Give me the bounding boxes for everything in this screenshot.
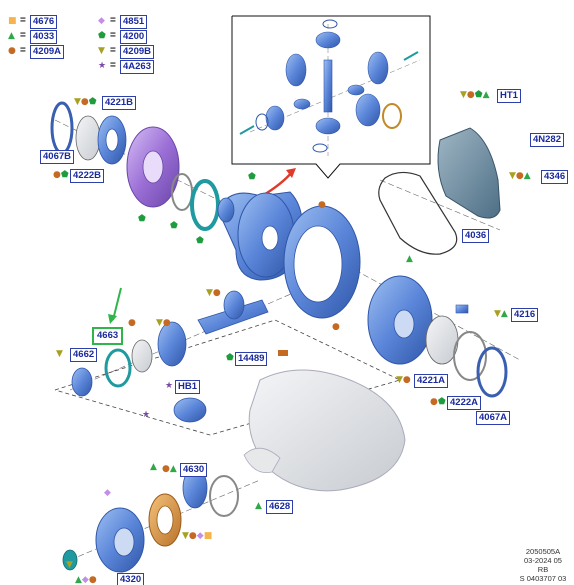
callout-4630[interactable]: 4630 bbox=[180, 463, 208, 477]
callout-ht1[interactable]: HT1 bbox=[497, 89, 521, 103]
pentagon-icon: ⬟ bbox=[248, 172, 256, 182]
legend-code-4209a[interactable]: 4209A bbox=[30, 45, 64, 59]
star-icon: ★ bbox=[142, 410, 151, 420]
triangle-icon: ▲ bbox=[150, 462, 157, 472]
sensor-hb1 bbox=[173, 397, 207, 423]
symbols-4662: ▼ bbox=[56, 349, 63, 359]
footer-line4: S 0403707 03 bbox=[519, 574, 567, 583]
callout-hb1[interactable]: HB1 bbox=[175, 380, 201, 394]
symbols-14489: ⬟ bbox=[226, 353, 234, 363]
symbol-cluster-icon: ▼●◆■ bbox=[182, 531, 213, 541]
symbols-4221a: ▼● bbox=[396, 375, 411, 385]
circle-icon: ● bbox=[318, 200, 326, 210]
pentagon-icon: ⬟ bbox=[196, 236, 204, 246]
callout-4320[interactable]: 4320 bbox=[117, 573, 145, 585]
legend-code-4a263[interactable]: 4A263 bbox=[120, 60, 154, 74]
axle-housing bbox=[248, 369, 406, 492]
circle-icon: ● bbox=[332, 322, 340, 332]
callout-4n282[interactable]: 4N282 bbox=[530, 133, 564, 147]
diamond-icon: ◆ bbox=[104, 488, 111, 498]
callout-4222b[interactable]: 4222B bbox=[70, 169, 104, 183]
footer-line2: 03-2024 05 bbox=[524, 556, 562, 565]
tri-down-icon: ▼ bbox=[66, 560, 73, 570]
symbols-4222b: ●⬟ bbox=[53, 170, 69, 180]
legend-code-4200[interactable]: 4200 bbox=[120, 30, 148, 44]
callout-4346[interactable]: 4346 bbox=[541, 170, 569, 184]
gasket-4036 bbox=[378, 171, 458, 255]
pentagon-icon: ⬟ bbox=[170, 221, 178, 231]
callout-4628[interactable]: 4628 bbox=[266, 500, 294, 514]
legend-tri-down-icon: ▼ bbox=[98, 46, 105, 56]
callout-4067b[interactable]: 4067B bbox=[40, 150, 74, 164]
seal-ring-4067b bbox=[50, 101, 74, 155]
callout-4221a[interactable]: 4221A bbox=[414, 374, 448, 388]
callout-4221b[interactable]: 4221B bbox=[102, 96, 136, 110]
callout-4663[interactable]: 4663 bbox=[92, 327, 124, 345]
legend-square-icon: ■ bbox=[8, 16, 17, 26]
symbols-4222a: ●⬟ bbox=[430, 397, 446, 407]
tri-down-icon: ▼● bbox=[156, 318, 171, 328]
symbols-4630: ●▲ bbox=[162, 464, 177, 474]
legend-star-icon: ★ bbox=[98, 61, 107, 71]
symbols-4216: ▼▲ bbox=[494, 309, 508, 319]
footer-line3: RB bbox=[537, 565, 549, 574]
legend-diamond-icon: ◆ bbox=[98, 16, 105, 26]
symbols-4346: ▼●▲ bbox=[509, 171, 531, 181]
legend-code-4851[interactable]: 4851 bbox=[120, 15, 148, 29]
legend-code-4209b[interactable]: 4209B bbox=[120, 45, 154, 59]
legend-code-4676[interactable]: 4676 bbox=[30, 15, 58, 29]
callout-4662[interactable]: 4662 bbox=[70, 348, 98, 362]
pentagon-icon: ⬟ bbox=[138, 214, 146, 224]
symbols-ht1: ▼●⬟▲ bbox=[460, 90, 490, 100]
inset-detail bbox=[231, 15, 431, 179]
callout-4216[interactable]: 4216 bbox=[511, 308, 539, 322]
legend-pentagon-icon: ⬟ bbox=[98, 31, 106, 41]
footer-line1: 2050505A bbox=[525, 547, 561, 556]
cover-4346 bbox=[437, 127, 501, 219]
callout-4067a[interactable]: 4067A bbox=[476, 411, 510, 425]
tri-down-icon: ▼● bbox=[206, 288, 221, 298]
teal-shim bbox=[190, 179, 220, 231]
callout-4036[interactable]: 4036 bbox=[462, 229, 490, 243]
symbols-4320: ▲◆● bbox=[75, 575, 97, 585]
seal-ring-4067a bbox=[476, 346, 508, 398]
symbols-hb1: ★ bbox=[165, 381, 174, 391]
triangle-icon: ▲ bbox=[406, 254, 413, 264]
footer-ref: 2050505A 03-2024 05 RB S 0403707 03 bbox=[514, 547, 572, 583]
symbols-4628: ▲ bbox=[255, 501, 262, 511]
circle-icon: ● bbox=[128, 318, 136, 328]
pinion-gear bbox=[157, 321, 187, 367]
callout-4222a[interactable]: 4222A bbox=[447, 396, 481, 410]
legend-code-4033[interactable]: 4033 bbox=[30, 30, 58, 44]
seal-4628 bbox=[209, 475, 239, 517]
legend-circle-icon: ● bbox=[8, 46, 16, 56]
callout-14489[interactable]: 14489 bbox=[235, 352, 268, 366]
legend-triangle-icon: ▲ bbox=[8, 31, 15, 41]
symbols-4221b: ▼●⬟ bbox=[74, 97, 97, 107]
green-arrow bbox=[112, 287, 122, 321]
